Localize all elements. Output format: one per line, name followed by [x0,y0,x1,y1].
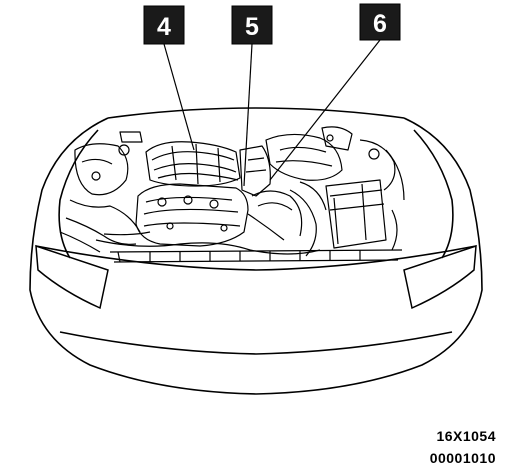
engine-components [59,126,405,263]
callout-label-4: 4 [157,13,171,41]
document-code: 00001010 [429,450,496,466]
callout-box-5 [231,5,273,45]
right-headlight [403,244,477,310]
callout-5: 5 [231,5,273,45]
callout-label-6: 6 [373,10,387,38]
figure-code: 16X1054 [436,428,496,444]
callout-4: 4 [143,5,185,45]
car-body [29,107,483,395]
leader-line-4 [163,43,195,151]
leader-lines [163,39,381,187]
callout-6: 6 [359,3,401,41]
callout-box-6 [359,3,401,41]
callout-box-4 [143,5,185,45]
callout-label-5: 5 [245,13,259,41]
leader-line-5 [243,43,253,187]
left-headlight [35,244,109,310]
leader-line-6 [269,39,381,181]
